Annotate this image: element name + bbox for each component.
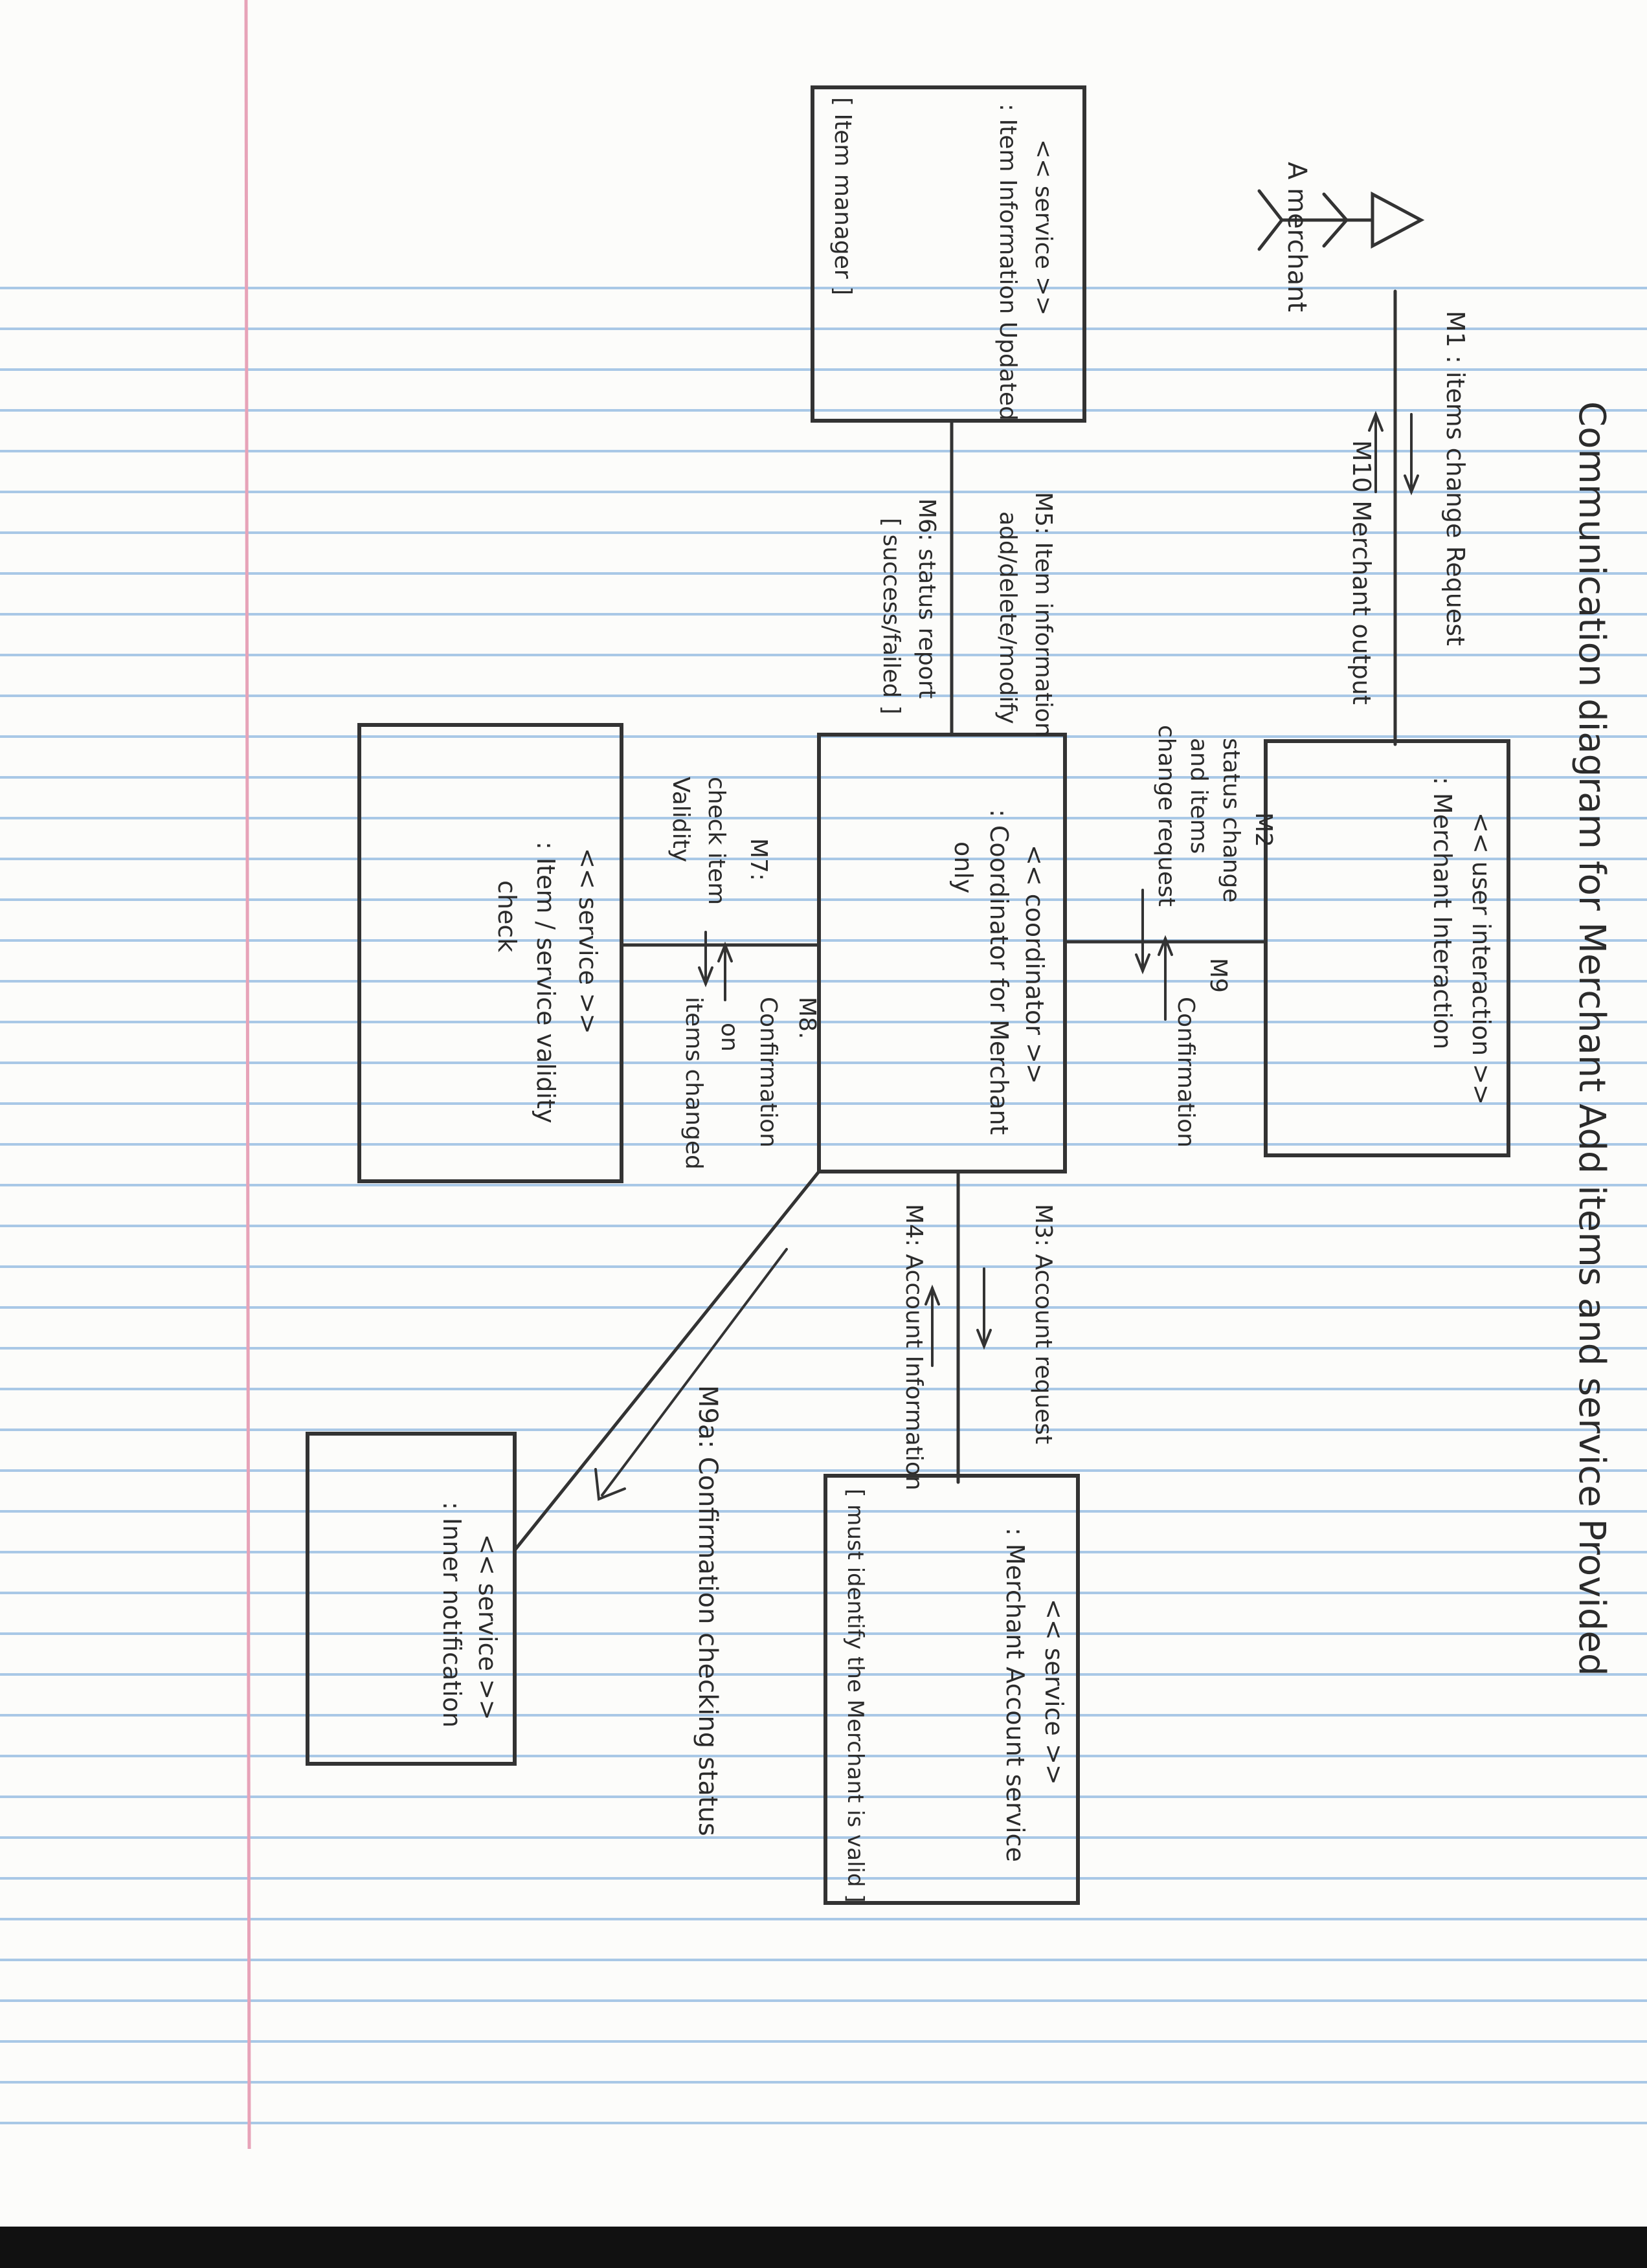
- svg-text:and items: and items: [1185, 738, 1212, 854]
- message-m6: M6: status report [ success/failed ]: [878, 498, 940, 715]
- message-m4: M4: Account Information: [901, 1204, 940, 1491]
- svg-text:: Item Information Updated: : Item Information Updated: [994, 104, 1021, 421]
- margin-line: [244, 0, 251, 2150]
- object-inner-notification: << service >> : Inner notification: [306, 1432, 517, 1766]
- svg-text:Confirmation: Confirmation: [755, 997, 781, 1148]
- svg-text:Confirmation: Confirmation: [1172, 997, 1199, 1148]
- svg-text:check item: check item: [703, 777, 730, 905]
- svg-text:M7:: M7:: [745, 838, 772, 881]
- svg-text:<< service >>: << service >>: [1030, 139, 1057, 316]
- svg-text:M4: Account Information: M4: Account Information: [901, 1204, 927, 1491]
- svg-text:M3: Account request: M3: Account request: [1030, 1204, 1057, 1444]
- svg-text:[ must identify the Merchant i: [ must identify the Merchant is valid ]: [842, 1489, 868, 1903]
- svg-text:: Item / service validity: : Item / service validity: [532, 841, 560, 1124]
- message-m10: M10 Merchant output: [1347, 410, 1384, 705]
- merchant-actor: A merchant: [1257, 162, 1425, 312]
- svg-text:M1 : items change Request: M1 : items change Request: [1441, 311, 1470, 646]
- message-m5: M5: Item information add/delete/modify: [994, 492, 1057, 737]
- svg-text:items changed: items changed: [680, 997, 707, 1170]
- svg-text:Validity: Validity: [667, 777, 694, 862]
- object-merchant-account-service: << service >> : Merchant Account service…: [824, 1474, 1080, 1905]
- object-coordinator: << coordinator >> : Coordinator for Merc…: [817, 733, 1067, 1173]
- svg-text:M2: M2: [1250, 812, 1277, 847]
- svg-text:change request: change request: [1153, 725, 1180, 907]
- svg-text:M10 Merchant output: M10 Merchant output: [1347, 440, 1376, 705]
- svg-text:: Merchant Interaction: : Merchant Interaction: [1428, 777, 1457, 1049]
- svg-text:on: on: [716, 1023, 743, 1052]
- object-item-information-updated: << service >> : Item Information Updated…: [811, 85, 1086, 423]
- actor-label: A merchant: [1282, 162, 1312, 312]
- svg-text:only: only: [949, 841, 978, 893]
- message-m7: M7: check item Validity: [667, 777, 772, 988]
- object-merchant-interaction: << user interaction >> : Merchant Intera…: [1264, 739, 1510, 1157]
- svg-text:M8.: M8.: [794, 997, 820, 1039]
- svg-text:<< service >>: << service >>: [473, 1534, 502, 1720]
- svg-text:M5: Item information: M5: Item information: [1030, 492, 1057, 737]
- svg-text:M6: status report: M6: status report: [913, 498, 940, 699]
- svg-text:: Inner notification: : Inner notification: [438, 1502, 466, 1728]
- scan-border: [0, 2227, 1647, 2268]
- message-m9: M9 Confirmation: [1158, 935, 1231, 1148]
- object-validity-check: << service >> : Item / service validity …: [357, 723, 623, 1183]
- message-m2: M2 status change and items change reques…: [1135, 725, 1277, 975]
- message-m8: M8. Confirmation on items changed: [680, 941, 820, 1170]
- svg-text:<< coordinator >>: << coordinator >>: [1020, 845, 1049, 1084]
- link-coordinator-notification: [513, 1170, 821, 1552]
- svg-text:<< service >>: << service >>: [574, 848, 602, 1034]
- svg-text:: Coordinator for Merchant: : Coordinator for Merchant: [985, 809, 1013, 1135]
- message-m9a: M9a: Confirmation checking status: [594, 1248, 788, 1836]
- svg-text:M9a: Confirmation checking sta: M9a: Confirmation checking status: [693, 1385, 723, 1836]
- diagram-title: Communication diagram for Merchant Add i…: [1571, 401, 1613, 1676]
- message-m3: M3: Account request: [976, 1204, 1057, 1444]
- svg-text:check: check: [493, 880, 521, 952]
- svg-text:[ success/failed ]: [ success/failed ]: [878, 518, 904, 715]
- message-m1: M1 : items change Request: [1404, 311, 1470, 646]
- svg-text:: Merchant Account service: : Merchant Account service: [1001, 1528, 1029, 1862]
- svg-text:<< user interaction >>: << user interaction >>: [1467, 812, 1496, 1105]
- svg-text:add/delete/modify: add/delete/modify: [994, 511, 1021, 724]
- svg-text:M9: M9: [1205, 958, 1231, 993]
- svg-text:status change: status change: [1218, 738, 1244, 903]
- svg-text:[ Item manager ]: [ Item manager ]: [829, 97, 856, 295]
- svg-text:<< service >>: << service >>: [1040, 1599, 1068, 1785]
